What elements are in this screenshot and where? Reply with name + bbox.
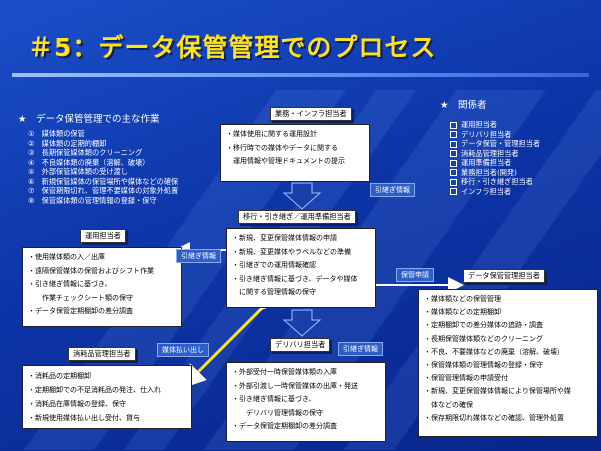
checkbox-icon xyxy=(450,121,457,129)
delivery-label: デリバリ担当者 xyxy=(270,338,331,352)
checkbox-icon xyxy=(450,150,457,157)
list-item: インフラ担当者 xyxy=(450,187,540,197)
checkbox-icon xyxy=(450,169,457,176)
checkbox-icon xyxy=(450,188,457,195)
arrow-consumables-datamgr xyxy=(181,285,285,389)
list-item: ⑦ 保管期限切れ、管理不要媒体の対象外処置 xyxy=(28,186,179,195)
migration-box: ・新規、変更保管媒体情報の申請 ・新規、変更媒体やラベルなどの準備 ・引継ぎでの… xyxy=(226,228,376,308)
consumables-label: 消耗品管理担当者 xyxy=(68,347,136,361)
tag-hikitsugi: 引継ぎ情報 xyxy=(176,249,221,263)
main-work-heading: ★ データ保管管理での主な作業 xyxy=(18,114,160,125)
datamgr-label: データ保管管理担当者 xyxy=(463,269,545,283)
checkbox-icon xyxy=(450,178,457,186)
list-item: ④ 不良媒体類の廃棄（溶解、破壊） xyxy=(28,157,150,167)
list-item: ③ 長期保管媒体類のクリーニング xyxy=(28,148,143,157)
list-item: データ保管・管理担当者 xyxy=(450,139,540,149)
datamgr-box: ・媒体類などの保管管理 ・媒体類などの定期棚卸 ・定期棚卸での差分媒体の追跡・調… xyxy=(418,289,598,437)
infra-box: ・媒体使用に関する運用設計 ・移行時での媒体やデータに関する 運用情報や管理ドキ… xyxy=(220,124,370,182)
tag-baitai-haraidashi: 媒体払い出し xyxy=(157,343,209,357)
list-item: 運用準備担当者 xyxy=(450,158,540,168)
stakeholders-heading: ★ 関係者 xyxy=(440,100,487,111)
list-item: ⑤ 外部保管媒体類の受け渡し xyxy=(28,167,128,176)
arrow-migration-to-delivery xyxy=(282,309,322,337)
stakeholders-list: 運用担当者 デリバリ担当者 データ保管・管理担当者 消耗品管理担当者 運用準備担… xyxy=(450,120,540,196)
list-item: ① 媒体類の保管 xyxy=(28,129,85,138)
list-item: 運用担当者 xyxy=(450,120,540,130)
checkbox-icon xyxy=(450,131,457,138)
checkbox-icon xyxy=(450,159,457,167)
delivery-box: ・外部受付一時保管媒体類の入庫 ・外部引渡し一時保管媒体の出庫・発送 ・引き継ぎ… xyxy=(226,362,386,442)
list-item: 業務担当者(開発) xyxy=(450,168,540,178)
list-item: 消耗品管理担当者 xyxy=(450,149,540,159)
infra-label: 業務・インフラ担当者 xyxy=(270,107,352,121)
arrow-infra-to-migration xyxy=(282,182,322,210)
tag-hokan-shinsei: 保管申請 xyxy=(396,268,434,282)
list-item: ⑥ 新規保管媒体の保管場所や媒体などの確保 xyxy=(28,176,179,186)
list-item: ⑧ 保管媒体類の管理情報の登録・保守 xyxy=(28,195,157,205)
page-title: ＃5：データ保管管理でのプロセス xyxy=(28,33,437,62)
main-work-list: ① 媒体類の保管 ② 媒体類の定期的棚卸 ③ 長期保管媒体類のクリーニング ④ … xyxy=(28,129,178,205)
ops-label: 運用担当者 xyxy=(80,229,126,243)
list-item: 移行・引き継ぎ担当者 xyxy=(450,177,540,187)
ops-box: ・使用媒体類の入／出庫 ・遠隔保管媒体の保管およびシフト作業 ・引き継ぎ情報に基… xyxy=(22,247,182,327)
migration-label: 移行・引き継ぎ／運用準備担当者 xyxy=(238,210,356,224)
tag-hikitsugi: 引継ぎ情報 xyxy=(370,183,415,197)
list-item: デリバリ担当者 xyxy=(450,130,540,140)
list-item: ② 媒体類の定期的棚卸 xyxy=(28,138,107,148)
title-underline xyxy=(12,73,589,77)
checkbox-icon xyxy=(450,140,457,148)
consumables-box: ・消耗品の定期棚卸 ・定期棚卸での不足消耗品の発注、仕入れ ・消耗品在庫情報の登… xyxy=(22,365,192,429)
tag-hikitsugi: 引継ぎ情報 xyxy=(338,342,383,356)
